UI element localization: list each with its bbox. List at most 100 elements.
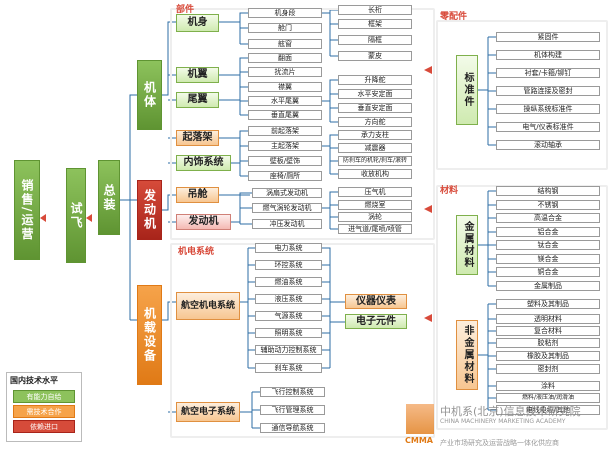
components-label: 零配件 [440, 12, 468, 22]
fuselage-box: 机身 [176, 14, 219, 32]
gear-item: 前起落架 [248, 126, 322, 136]
nonmetal-item: 电线电缆/其他 [496, 405, 600, 415]
fuselage-leaf: 长桁 [338, 5, 412, 15]
mech-label: 机电系统 [178, 247, 215, 257]
mech-item: 电力系统 [255, 243, 322, 253]
engine-item: 涡扇式发动机 [252, 188, 322, 198]
onboard-box: 机载设备 [137, 285, 162, 385]
sales-box: 销售/运营 [14, 160, 40, 260]
nonmetal-item: 透明材料 [496, 314, 600, 324]
tail-item: 襟翼 [248, 82, 322, 92]
std-item: 衬套/卡箍/铆钉 [496, 68, 600, 78]
wing-box: 机翼 [176, 67, 219, 83]
engine-leaf: 进气道/尾喷/喷管 [338, 224, 412, 234]
wing-item: 扰流片 [248, 67, 322, 77]
metal-item: 镁合金 [496, 254, 600, 264]
avionics-box: 航空电子系统 [176, 402, 240, 422]
gear-leaf: 承力支柱 [338, 130, 412, 140]
metal-item: 不锈钢 [496, 200, 600, 210]
watermark-cn: 中机系(北京)信息技术研究院 [440, 405, 581, 418]
wing-item: 翻面 [248, 53, 322, 63]
metal-item: 铝合金 [496, 227, 600, 237]
cmma-logo-text: CMMA [405, 436, 433, 445]
avionics-item: 飞行管理系统 [260, 405, 325, 415]
flight-box: 试飞 [66, 168, 86, 263]
avionics-item: 通信导航系统 [260, 423, 325, 433]
legend: 国内技术水平 有能力自给 需技术合作 依赖进口 [6, 372, 82, 442]
std-item: 操纵系统标准件 [496, 104, 600, 114]
metal-item: 铜合金 [496, 267, 600, 277]
nonmetal-item: 燃料/液压油/润滑油 [496, 393, 600, 403]
legend-import: 依赖进口 [13, 420, 75, 433]
metal-box: 金属材料 [456, 215, 478, 275]
cmma-logo-icon [406, 404, 434, 434]
engine-item: 冲压发动机 [252, 219, 322, 229]
tail-item: 水平尾翼 [248, 96, 322, 106]
gear-leaf: 减震器 [338, 143, 412, 153]
mech-item: 液压系统 [255, 294, 322, 304]
mech-item: 照明系统 [255, 328, 322, 338]
parts-label: 部件 [176, 5, 195, 15]
watermark-en: CHINA MACHINERY MARKETING ACADEMY [440, 418, 566, 425]
legend-self-sufficient: 有能力自给 [13, 390, 75, 403]
mech-item: 刹车系统 [255, 363, 322, 373]
mech-item: 气源系统 [255, 311, 322, 321]
mech-sys-box: 航空机电系统 [176, 292, 240, 320]
materials-label: 材料 [440, 186, 459, 196]
fuselage-leaf: 隔框 [338, 35, 412, 45]
gear-leaf: 防刹车的机轮/刹车/滚转 [338, 156, 412, 166]
assembly-box: 总装 [98, 160, 120, 235]
electronic-box: 电子元件 [345, 314, 407, 329]
std-item: 紧固件 [496, 32, 600, 42]
fuselage-leaf: 蒙皮 [338, 51, 412, 61]
avionics-item: 飞行控制系统 [260, 387, 325, 397]
std-item: 电气/仪表标准件 [496, 122, 600, 132]
legend-title: 国内技术水平 [10, 376, 58, 385]
std-item: 管路连接及密封 [496, 86, 600, 96]
fuselage-item: 舱门 [248, 23, 322, 33]
mech-item: 辅助动力控制系统 [255, 345, 322, 355]
mech-item: 燃油系统 [255, 277, 322, 287]
engine-item: 燃气涡轮发动机 [252, 203, 322, 213]
std-item: 机体构建 [496, 50, 600, 60]
tail-item: 垂直尾翼 [248, 110, 322, 120]
gear-leaf: 收放机构 [338, 169, 412, 179]
instrument-box: 仪器仪表 [345, 294, 407, 309]
metal-item: 钛合金 [496, 240, 600, 250]
std-item: 滚动轴承 [496, 140, 600, 150]
fuselage-leaf: 框架 [338, 19, 412, 29]
airframe-box: 机体 [137, 60, 162, 130]
metal-item: 结构钢 [496, 186, 600, 196]
tail-box: 尾翼 [176, 92, 219, 108]
interior-item: 座椅/厕所 [248, 171, 322, 181]
tail-leaf: 方向舵 [338, 117, 412, 127]
gear-item: 主起落架 [248, 141, 322, 151]
nonmetal-item: 密封剂 [496, 364, 600, 374]
engine-leaf: 压气机 [338, 187, 412, 197]
metal-item: 高温合金 [496, 213, 600, 223]
watermark-sub: 产业市场研究及运营战略一体化供应商 [440, 439, 559, 447]
nonmetal-item: 橡胶及其制品 [496, 351, 600, 361]
metal-item: 金属制品 [496, 281, 600, 291]
gear-box: 起落架 [176, 130, 219, 146]
engine-sub-box: 发动机 [176, 214, 231, 230]
fuselage-item: 舷窗 [248, 39, 322, 49]
nonmetal-item: 复合材料 [496, 326, 600, 336]
nonmetal-item: 胶粘剂 [496, 338, 600, 348]
nonmetal-item: 涂料 [496, 381, 600, 391]
nonmetal-box: 非金属材料 [456, 320, 478, 390]
interior-box: 内饰系统 [176, 155, 231, 171]
legend-cooperation: 需技术合作 [13, 405, 75, 418]
nonmetal-item: 塑料及其制品 [496, 299, 600, 309]
tail-leaf: 垂直安定面 [338, 103, 412, 113]
tail-leaf: 水平安定面 [338, 89, 412, 99]
fuselage-item: 机身段 [248, 8, 322, 18]
tail-leaf: 升降舵 [338, 75, 412, 85]
interior-item: 壁板/壁饰 [248, 156, 322, 166]
engine-leaf: 涡轮 [338, 212, 412, 222]
std-parts-box: 标准件 [456, 55, 478, 125]
components-panel [436, 20, 608, 170]
mech-item: 环控系统 [255, 260, 322, 270]
engine-box: 发动机 [137, 180, 162, 240]
